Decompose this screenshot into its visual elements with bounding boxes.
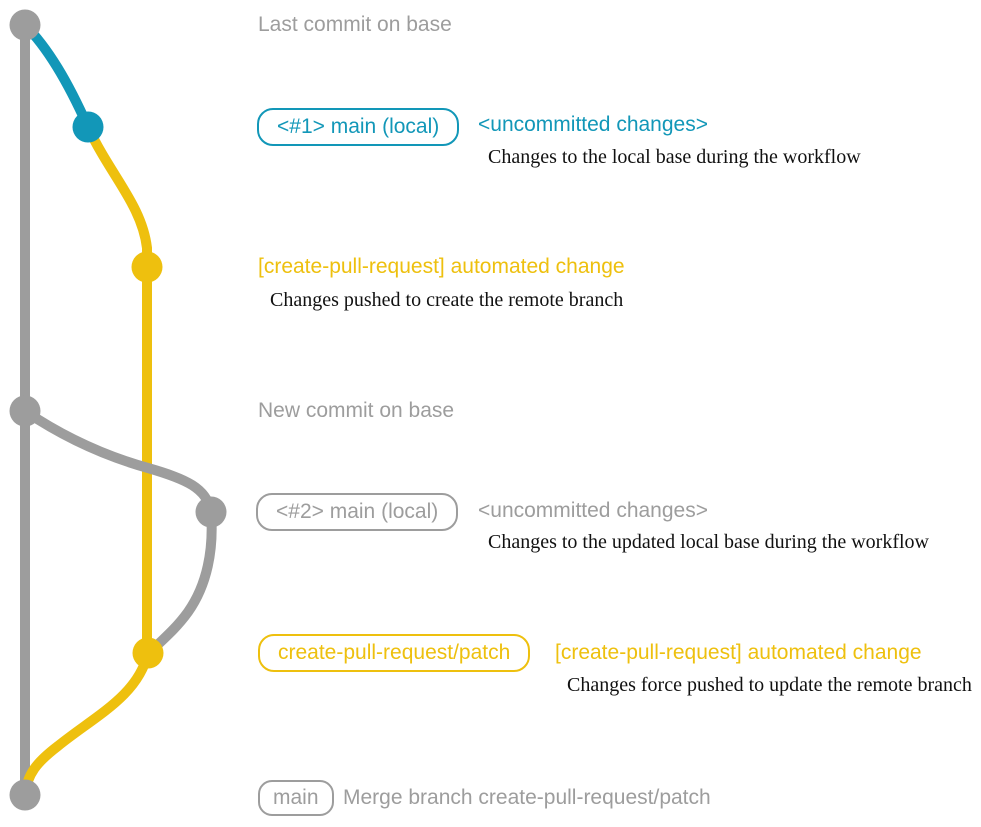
commit-node-new-base <box>9 395 41 427</box>
branch-badge-main-local-1-label: <#1> main (local) <box>277 115 440 138</box>
commit-caption-uncommitted-1: Changes to the local base during the wor… <box>488 146 861 168</box>
branch-badge-main-local-1: <#1> main (local) <box>257 108 460 146</box>
commit-message-uncommitted-2: <uncommitted changes> <box>478 499 708 522</box>
commit-node-uncommitted-2 <box>195 496 227 528</box>
commit-caption-automated-2: Changes force pushed to update the remot… <box>567 674 972 696</box>
branch-badge-main-local-2-label: <#2> main (local) <box>276 500 439 523</box>
git-graph <box>9 9 227 811</box>
heading-new-commit: New commit on base <box>258 399 455 422</box>
branch-badge-main-label: main <box>273 786 319 809</box>
branch-badge-main: main <box>258 780 334 816</box>
commit-node-uncommitted-1 <box>72 111 104 143</box>
commit-node-merge <box>9 779 41 811</box>
commit-message-automated-2: [create-pull-request] automated change <box>555 641 922 664</box>
branch-badge-main-local-2: <#2> main (local) <box>256 493 459 531</box>
commit-node-automated-2 <box>132 637 164 669</box>
updated-local-merge-line <box>144 507 217 658</box>
commit-message-uncommitted-1: <uncommitted changes> <box>478 113 708 136</box>
patch-merge-line <box>20 648 153 800</box>
commit-caption-uncommitted-2: Changes to the updated local base during… <box>488 531 929 553</box>
commit-caption-automated-1: Changes pushed to create the remote bran… <box>270 289 624 311</box>
heading-last-commit: Last commit on base <box>258 13 452 36</box>
local-branch-line <box>20 20 93 132</box>
commit-message-merge: Merge branch create-pull-request/patch <box>343 786 711 809</box>
commit-node-automated-1 <box>131 251 163 283</box>
patch-branch-line <box>83 122 152 658</box>
branch-badge-patch-label: create-pull-request/patch <box>278 641 511 664</box>
commit-node-last-base <box>9 9 41 41</box>
branch-badge-patch: create-pull-request/patch <box>258 634 531 672</box>
updated-local-branch-out-line <box>20 406 216 517</box>
commit-message-automated-1: [create-pull-request] automated change <box>258 255 625 278</box>
